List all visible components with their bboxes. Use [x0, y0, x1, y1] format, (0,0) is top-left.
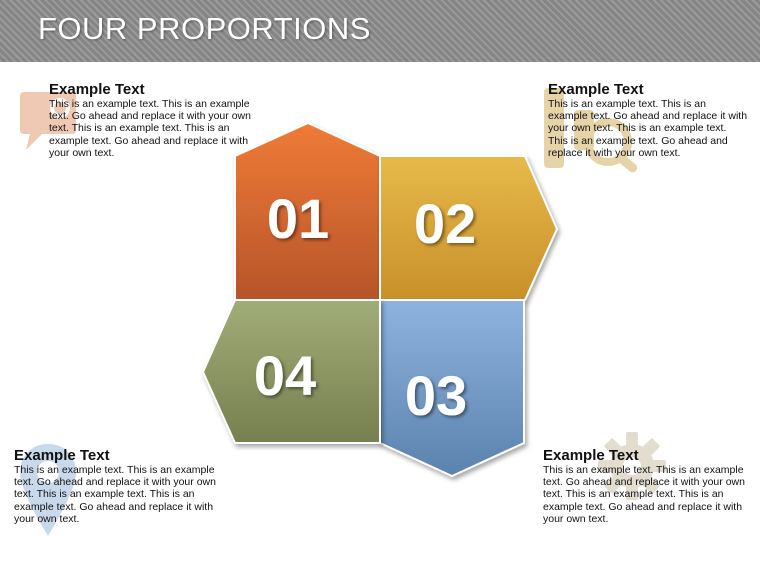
text-block-heading: Example Text [49, 81, 145, 98]
segment-02-shape [379, 155, 559, 301]
gear-icon [598, 432, 666, 500]
text-block-bottom-right: Example Text This is an example text. Th… [543, 447, 748, 525]
text-block-heading: Example Text [548, 81, 644, 98]
text-block-heading: Example Text [14, 447, 110, 464]
title-bar [0, 0, 760, 62]
page-title: FOUR PROPORTIONS [38, 11, 371, 46]
text-block-body: This is an example text. This is an exam… [548, 98, 748, 159]
text-block-body: This is an example text. This is an exam… [543, 464, 745, 525]
text-block-top-left: Example Text This is an example text. Th… [49, 81, 269, 159]
segment-03-number: 03 [405, 364, 467, 427]
text-block-heading: Example Text [543, 447, 639, 464]
text-block-body: This is an example text. This is an exam… [14, 464, 216, 525]
text-block-bottom-left: Example Text This is an example text. Th… [14, 447, 234, 525]
chat-bubble-icon [20, 92, 76, 150]
segment-01-number: 01 [267, 187, 329, 250]
segment-02-number: 02 [414, 192, 476, 255]
text-block-body: This is an example text. This is an exam… [49, 98, 251, 159]
segment-04-shape [201, 299, 381, 444]
location-pin-icon [20, 444, 76, 536]
text-block-top-right: Example Text This is an example text. Th… [548, 81, 748, 159]
segment-04-number: 04 [254, 344, 316, 407]
magnifier-icon [544, 88, 638, 173]
